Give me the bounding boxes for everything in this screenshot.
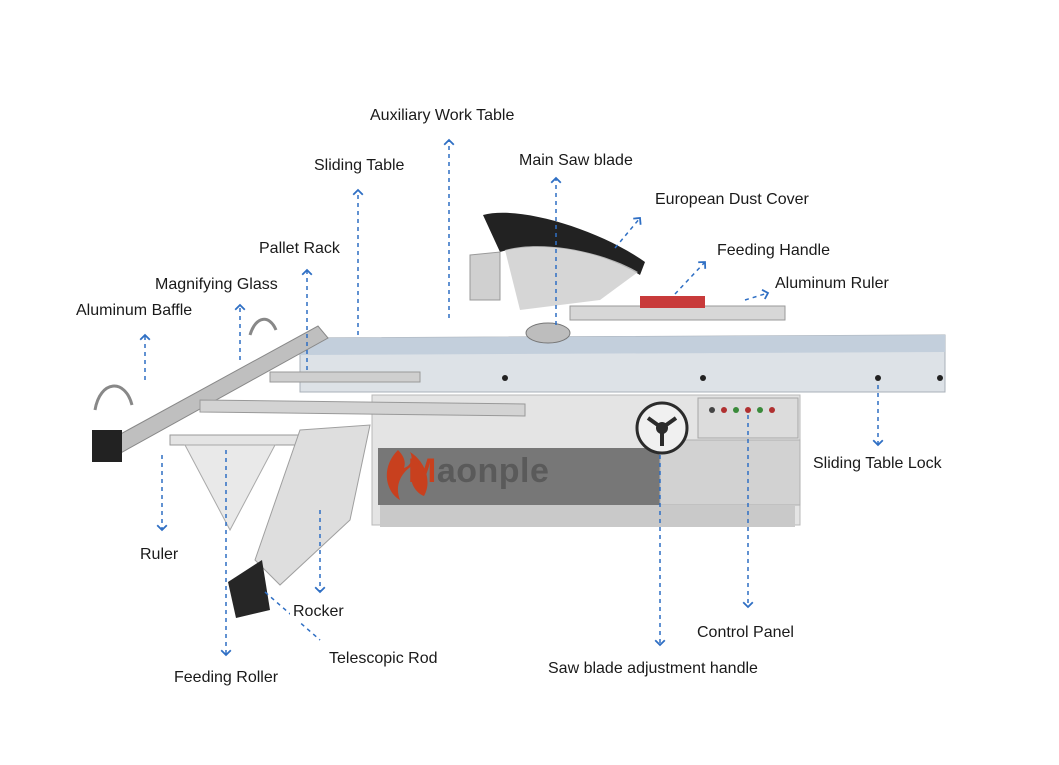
label-magnifying-glass: Magnifying Glass <box>152 275 281 295</box>
label-sliding-table: Sliding Table <box>311 156 408 176</box>
machine-illustration <box>92 212 946 618</box>
label-main-saw-blade: Main Saw blade <box>516 151 636 171</box>
saw-blade-part <box>525 322 571 344</box>
label-auxiliary-work-table: Auxiliary Work Table <box>367 106 518 126</box>
label-telescopic-rod: Telescopic Rod <box>326 649 441 669</box>
brand-logo-mark <box>386 450 428 500</box>
label-saw-blade-adjustment-handle: Saw blade adjustment handle <box>545 659 761 679</box>
brand-name: aonple <box>436 452 550 490</box>
label-ruler: Ruler <box>137 545 182 565</box>
callout-arrows <box>139 138 884 657</box>
arrow-feeding-handle <box>674 261 707 295</box>
arrow-aluminum-ruler <box>744 289 770 301</box>
rocker-arm <box>254 424 371 586</box>
brand-initial: M <box>408 452 437 490</box>
label-aluminum-baffle: Aluminum Baffle <box>73 301 196 321</box>
dust-cover-part <box>483 212 645 275</box>
machine-lower-panel <box>378 448 660 505</box>
pallet-rack-rails <box>199 399 526 417</box>
machine-base <box>380 505 795 527</box>
label-rocker: Rocker <box>290 602 347 622</box>
label-feeding-handle: Feeding Handle <box>714 241 833 261</box>
label-sliding-table-lock: Sliding Table Lock <box>810 454 945 474</box>
label-pallet-rack: Pallet Rack <box>256 239 343 259</box>
telescopic-rod-part <box>228 560 270 618</box>
machine-right-panel <box>659 439 801 506</box>
arrow-european-dust-cover <box>614 217 642 249</box>
label-control-panel: Control Panel <box>694 623 797 643</box>
label-aluminum-ruler: Aluminum Ruler <box>772 274 892 294</box>
label-european-dust-cover: European Dust Cover <box>652 190 812 210</box>
feeding-handle-part <box>640 296 705 308</box>
aluminum-ruler-bar <box>569 305 786 321</box>
brand-wordmark: Maonple <box>408 452 549 491</box>
label-feeding-roller: Feeding Roller <box>171 668 282 688</box>
